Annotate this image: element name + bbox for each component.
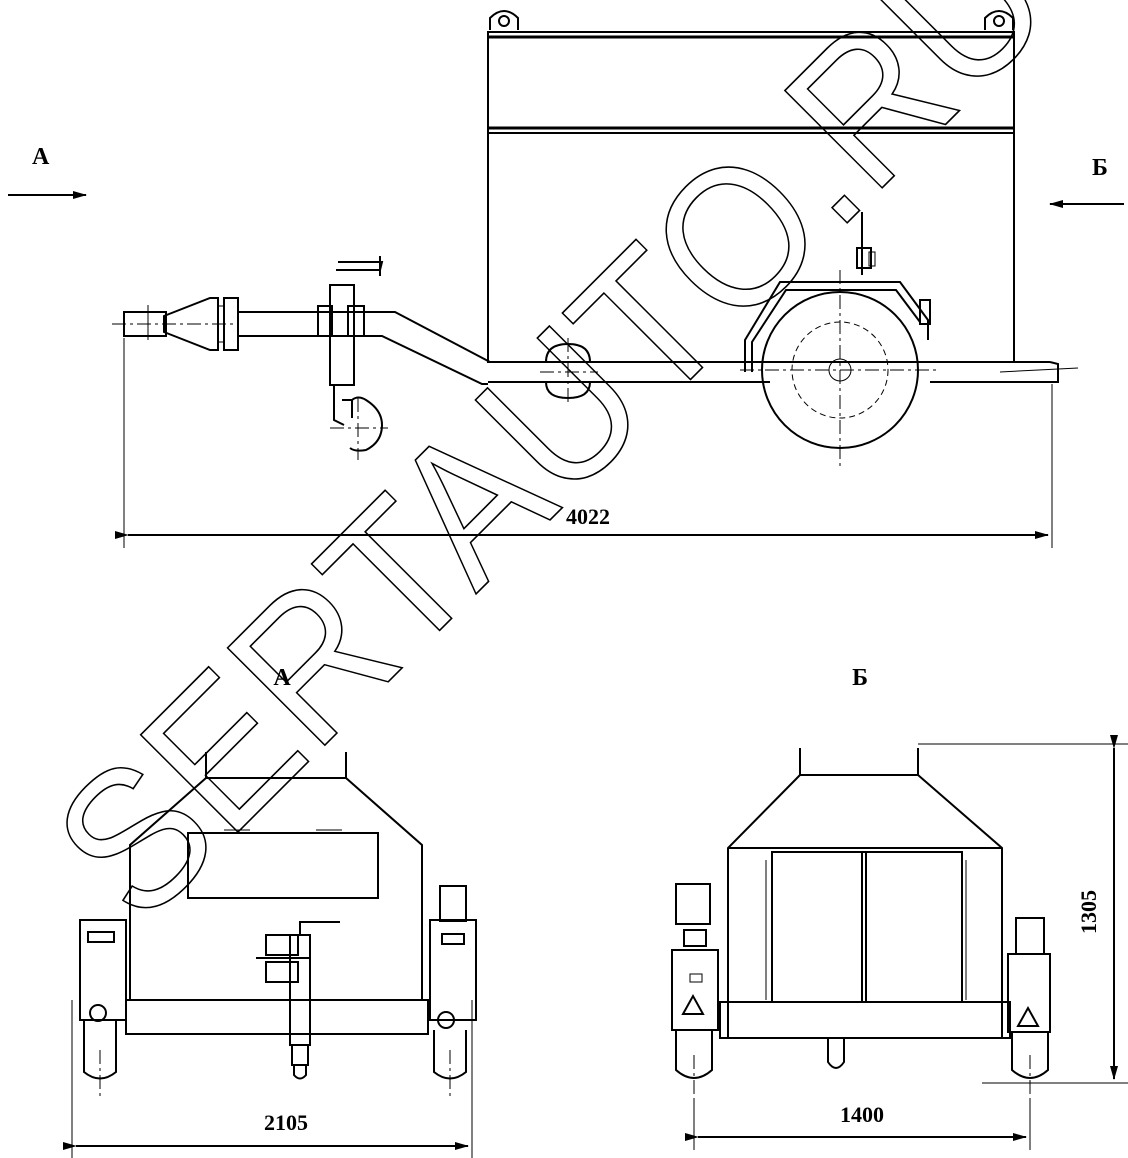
lifting-eye-right xyxy=(984,10,1014,30)
chassis-frame xyxy=(112,297,1059,385)
dimension-height: 1305 xyxy=(918,735,1128,1084)
road-wheel xyxy=(740,270,1079,470)
dimension-track-width-value: 1400 xyxy=(840,1102,884,1127)
view-arrow-b-label: Б xyxy=(1092,155,1108,181)
jockey-wheel xyxy=(317,256,388,460)
spare-wheel xyxy=(540,338,598,405)
dimension-height-value: 1305 xyxy=(1076,890,1101,934)
side-handle xyxy=(856,212,876,275)
view-arrow-b: Б xyxy=(1049,155,1124,208)
dimension-width-view-a: 2105 xyxy=(63,1000,473,1158)
view-b-title: Б xyxy=(852,665,868,691)
view-a-title: А xyxy=(273,665,291,691)
dimension-width-view-a-value: 2105 xyxy=(264,1110,308,1135)
dimension-overall-length: 4022 xyxy=(115,338,1053,548)
dimension-overall-length-value: 4022 xyxy=(566,504,610,529)
watermark: SERTAUTO.RU xyxy=(13,0,1090,960)
view-arrow-a: А xyxy=(8,144,87,199)
view-arrow-a-label: А xyxy=(32,144,50,170)
dimension-track-width: 1400 xyxy=(685,1100,1031,1150)
view-b xyxy=(671,748,1051,1100)
lifting-eye-left xyxy=(489,10,519,30)
side-view xyxy=(112,10,1079,470)
view-a xyxy=(79,752,477,1098)
